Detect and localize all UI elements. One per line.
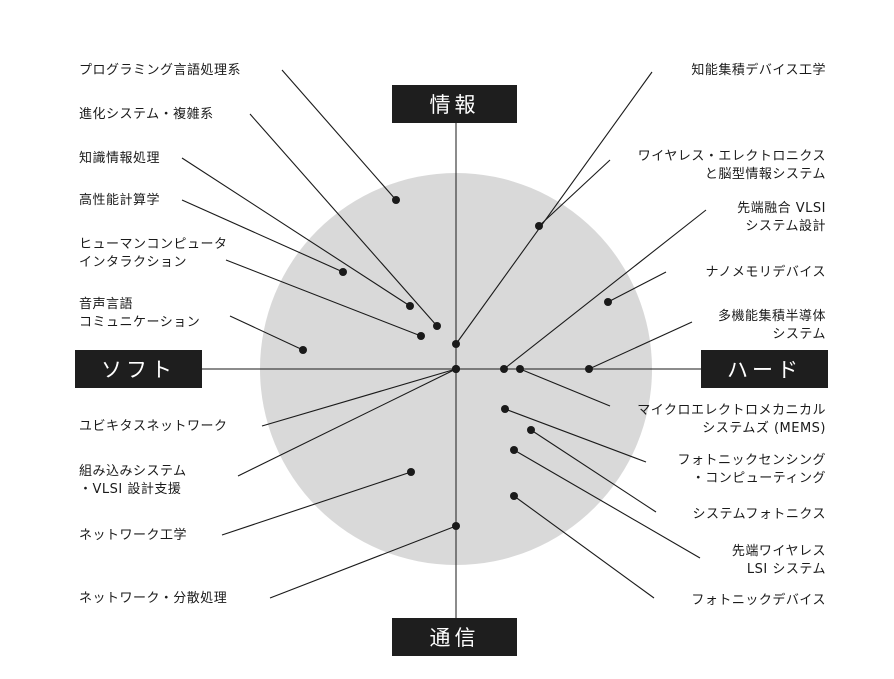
leader-line — [281, 69, 397, 201]
label-multifunctional-semiconductor: 多機能集積半導体 システム — [717, 309, 826, 342]
label-ubiquitous-network: ユビキタスネットワーク — [79, 419, 228, 434]
lab-dot — [535, 222, 543, 230]
leader-line — [504, 408, 647, 463]
leader-line — [249, 113, 438, 327]
leader-line — [513, 495, 655, 599]
leader-line — [221, 471, 412, 536]
leader-lines — [181, 69, 707, 599]
lab-dot — [500, 365, 508, 373]
label-knowledge-processing: 知識情報処理 — [79, 151, 161, 166]
label-advanced-vlsi: 先端融合 VLSI システム設計 — [737, 201, 826, 234]
leader-line — [455, 71, 653, 345]
label-speech-communication: 音声言語 コミュニケーション — [79, 297, 201, 330]
label-intelligent-devices: 知能集積デバイス工学 — [691, 63, 826, 78]
leader-line — [181, 157, 411, 307]
leader-line — [181, 199, 344, 273]
label-high-performance-computing: 高性能計算学 — [79, 193, 161, 208]
lab-dot — [501, 405, 509, 413]
label-photonic-devices: フォトニックデバイス — [691, 593, 826, 608]
label-evolutionary-systems: 進化システム・複雑系 — [79, 107, 214, 122]
lab-dot — [433, 322, 441, 330]
leader-line — [538, 159, 611, 227]
lab-dot — [604, 298, 612, 306]
lab-dot — [452, 522, 460, 530]
label-distributed-processing: ネットワーク・分散処理 — [79, 591, 228, 606]
leader-line — [530, 429, 657, 513]
lab-dot — [510, 446, 518, 454]
lab-dot — [585, 365, 593, 373]
label-programming-languages: プログラミング言語処理系 — [79, 63, 242, 78]
leader-line — [237, 368, 457, 477]
axis-label-left: ソフト — [75, 350, 202, 388]
label-embedded-vlsi: 組み込みシステム ・VLSI 設計支援 — [79, 464, 187, 497]
lab-dot — [516, 365, 524, 373]
leader-line — [261, 368, 457, 427]
lab-dot — [510, 492, 518, 500]
axis-label-right: ハード — [701, 350, 828, 388]
label-mems: マイクロエレクトロメカニカル システムズ (MEMS) — [637, 403, 826, 436]
lab-dot — [452, 340, 460, 348]
leader-line — [503, 209, 707, 370]
label-hci: ヒューマンコンピュータ インタラクション — [79, 237, 228, 270]
lab-dot — [339, 268, 347, 276]
lab-dot — [299, 346, 307, 354]
label-network-engineering: ネットワーク工学 — [79, 528, 188, 543]
leader-line — [269, 525, 457, 599]
label-nano-memory: ナノメモリデバイス — [705, 265, 826, 280]
lab-dots — [299, 196, 612, 530]
lab-dot — [527, 426, 535, 434]
lab-dot — [452, 365, 460, 373]
label-wireless-electronics: ワイヤレス・エレクトロニクス と脳型情報システム — [637, 149, 826, 182]
leader-line — [229, 315, 304, 351]
lab-dot — [407, 468, 415, 476]
leader-line — [588, 321, 693, 370]
axis-label-top: 情報 — [392, 85, 517, 123]
label-photonic-sensing: フォトニックセンシング ・コンピューティング — [677, 453, 826, 486]
lab-dot — [392, 196, 400, 204]
leader-line — [513, 449, 701, 559]
lab-dot — [417, 332, 425, 340]
leader-line — [225, 259, 422, 337]
label-system-photonics: システムフォトニクス — [692, 507, 826, 522]
lab-dot — [406, 302, 414, 310]
label-wireless-lsi: 先端ワイヤレス LSI システム — [731, 544, 826, 577]
axis-label-bottom: 通信 — [392, 618, 517, 656]
leader-line — [519, 368, 611, 407]
leader-line — [607, 271, 667, 303]
